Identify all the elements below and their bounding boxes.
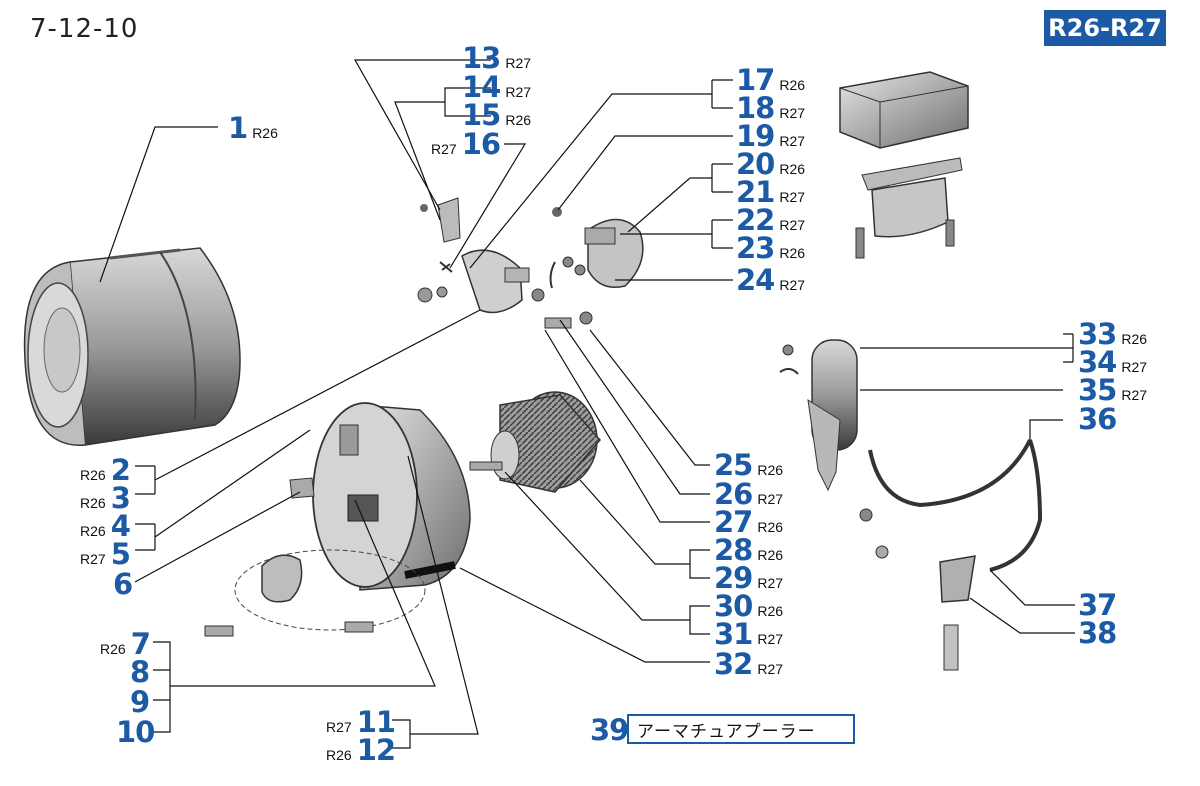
callout-9: 9 (130, 685, 150, 719)
callout-36: 36 (1078, 402, 1117, 436)
leader-lines (99, 59, 1075, 749)
generator-cover (23, 247, 241, 446)
callout-6: 6 (113, 567, 133, 601)
generator-housing (204, 402, 471, 637)
model-badge: R26-R27 (1044, 10, 1166, 46)
breaker-parts (417, 197, 644, 329)
callout-37: 37 (1078, 588, 1117, 622)
callout-39: 39 (590, 713, 629, 747)
regulator-box (839, 71, 969, 259)
callout-38: 38 (1078, 616, 1117, 650)
ignition-coil (779, 339, 1043, 671)
armature (469, 391, 601, 493)
callout-8: 8 (130, 655, 150, 689)
callout-10: 10 (116, 715, 155, 749)
page-number: 7-12-10 (30, 14, 139, 44)
armature-puller-label: アーマチュアプーラー (627, 714, 855, 744)
